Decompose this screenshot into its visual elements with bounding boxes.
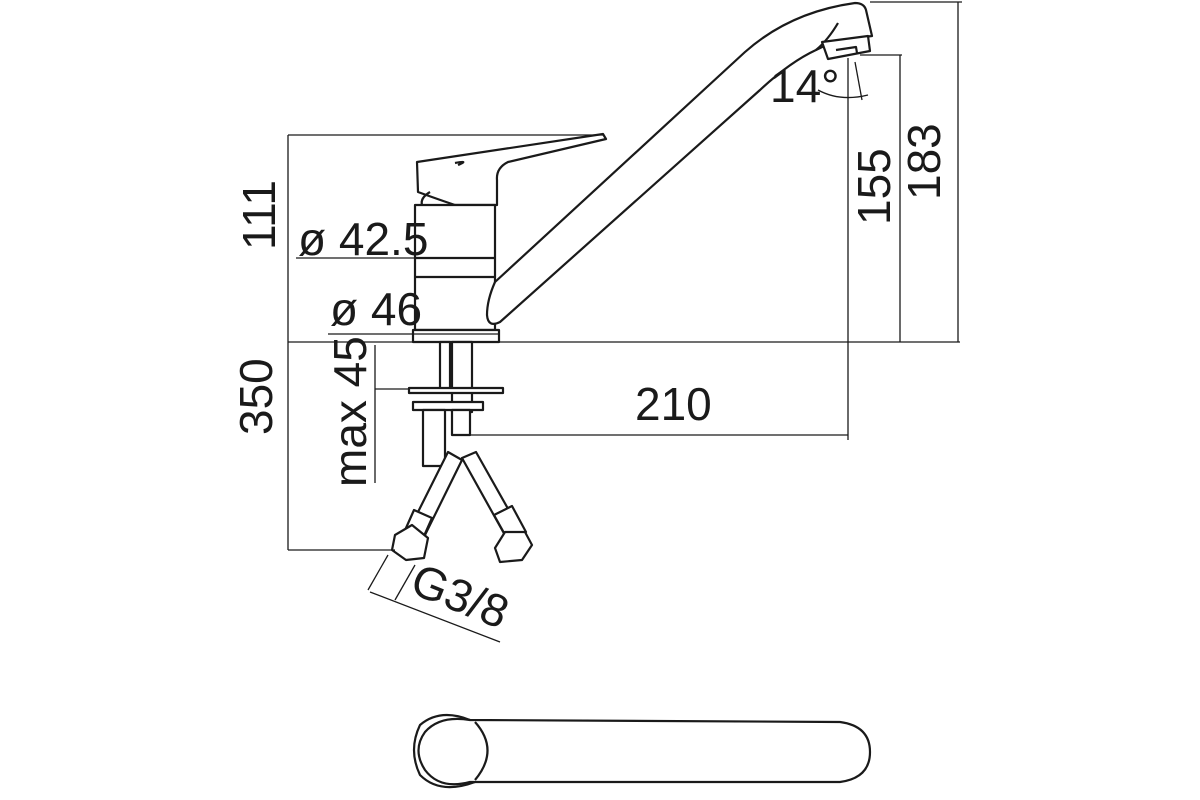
- base-plate: [411, 328, 501, 344]
- handle-underside: [420, 191, 431, 206]
- hose-nut-right: [493, 530, 534, 564]
- dim-connection-thread: G3/8: [404, 553, 516, 639]
- dim-spout-reach: 210: [635, 378, 712, 430]
- dim-aerator-height: 155: [848, 148, 900, 225]
- dim-spout-angle: 14°: [770, 60, 840, 112]
- top-view-lever: [474, 721, 489, 781]
- spout: [485, 1, 874, 325]
- faucet-side-view: [390, 1, 874, 564]
- spout-crease: [815, 22, 839, 51]
- mounting-nut-plate: [411, 400, 485, 412]
- dim-body-height: 111: [233, 180, 285, 250]
- body-cylinder: [413, 203, 497, 332]
- dim-total-height: 183: [898, 123, 950, 200]
- supply-pipe: [421, 408, 447, 468]
- mounting-shank: [438, 340, 452, 394]
- lever-handle: [415, 132, 608, 207]
- handle-detail: [454, 160, 465, 167]
- top-view-outline: [417, 717, 872, 786]
- dim-diameter-base: ø 46: [330, 283, 422, 335]
- dim-max-thickness: max 45: [324, 336, 376, 487]
- mounting-washer: [407, 386, 505, 395]
- dim-hose-length: 350: [230, 358, 282, 435]
- dimension-lines: [287, 1, 962, 643]
- dim-diameter-upper: ø 42.5: [298, 213, 428, 265]
- faucet-top-view: [412, 713, 872, 789]
